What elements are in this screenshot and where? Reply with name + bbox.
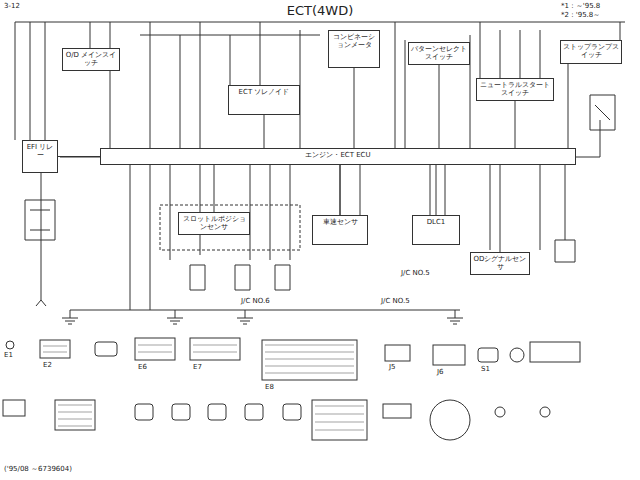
component-box: ストップランプスイッチ — [560, 40, 622, 64]
diagram-label: *2 : '95.8～ — [560, 12, 601, 20]
component-label: ストップランプスイッチ — [561, 41, 621, 61]
diagram-label: S1 — [480, 366, 491, 374]
component-label: EFI リレー — [23, 141, 57, 161]
component-box: スロットルポジションセンサ — [178, 212, 250, 235]
wire-connector — [568, 64, 569, 148]
wiring-part — [15, 22, 625, 148]
component-label: ODシグナルセンサ — [471, 253, 529, 273]
diagram-label: *1 : ～'95.8 — [560, 3, 601, 11]
wiring-part — [167, 310, 183, 324]
component-label: コンビネーションメータ — [329, 31, 379, 51]
component-label: 車速センサ — [313, 216, 367, 228]
wiring-part — [433, 345, 465, 365]
wiring-part — [208, 404, 226, 420]
wiring-part — [283, 404, 301, 420]
wiring-part — [385, 345, 410, 361]
component-box: パターンセレクトスイッチ — [408, 42, 470, 65]
component-box: ECT ソレノイド — [228, 85, 300, 115]
component-box: DLC1 — [412, 215, 460, 245]
wiring-part — [40, 340, 70, 358]
wire-connector — [515, 101, 516, 148]
diagram-label: J/C NO.6 — [240, 298, 271, 306]
wiring-part — [25, 200, 55, 240]
wiring-part — [383, 404, 411, 418]
component-label: スロットルポジションセンサ — [179, 213, 249, 233]
ecu-box: エンジン・ECT ECU — [100, 148, 576, 165]
wiring-part — [262, 340, 357, 380]
wiring-part — [430, 400, 470, 440]
wire-connector — [500, 165, 501, 252]
component-label: O/D メインスイッチ — [63, 49, 119, 69]
wiring-part — [43, 345, 237, 352]
wire-connector — [214, 165, 215, 212]
wiring-part — [265, 345, 354, 373]
wiring-part — [135, 404, 153, 420]
diagram-label: E8 — [264, 384, 275, 392]
component-label: DLC1 — [413, 216, 459, 228]
wiring-part — [60, 120, 600, 262]
wire-connector — [436, 165, 437, 215]
wire-connector — [264, 115, 265, 148]
wiring-part — [530, 342, 580, 362]
wiring-part — [447, 310, 463, 324]
diagram-label: E1 — [3, 352, 14, 360]
component-label: パターンセレクトスイッチ — [409, 43, 469, 63]
component-box: ODシグナルセンサ — [470, 252, 530, 275]
wiring-part — [55, 400, 95, 430]
diagram-label: ('95/08 ～6739604) — [3, 466, 73, 474]
diagram-label: J/C NO.5 — [380, 298, 411, 306]
diagram-label: 3-12 — [3, 3, 21, 11]
component-label: エンジン・ECT ECU — [101, 149, 575, 161]
wiring-part — [540, 407, 550, 417]
wiring-part — [172, 404, 190, 420]
component-box: EFI リレー — [22, 140, 58, 173]
wiring-part — [245, 404, 263, 420]
component-box: ニュートラルスタートスイッチ — [476, 78, 554, 101]
wiring-part — [15, 22, 625, 324]
component-box: O/D メインスイッチ — [62, 48, 120, 71]
wiring-part — [478, 348, 498, 362]
wiring-part — [510, 348, 524, 362]
diagram-label: J/C NO.5 — [400, 270, 431, 278]
wiring-part — [190, 265, 290, 290]
diagram-label: J6 — [436, 369, 445, 377]
wiring-part — [130, 165, 565, 310]
wire-connector — [439, 65, 440, 148]
wire-connector — [110, 71, 111, 148]
wiring-part — [135, 338, 175, 360]
diagram-label: E7 — [192, 364, 203, 372]
component-label: ECT ソレノイド — [229, 86, 299, 98]
wire-connector — [354, 68, 355, 148]
component-box: 車速センサ — [312, 215, 368, 245]
diagram-label: E2 — [42, 362, 53, 370]
wiring-part — [43, 345, 364, 430]
wiring-part — [590, 95, 615, 130]
component-box: コンビネーションメータ — [328, 30, 380, 68]
wiring-part — [237, 310, 253, 324]
wiring-part — [160, 205, 300, 250]
wire-connector — [340, 165, 341, 215]
wiring-part — [3, 338, 580, 440]
wire-connector — [58, 156, 100, 157]
diagram-label: J5 — [388, 364, 397, 372]
component-label: ニュートラルスタートスイッチ — [477, 79, 553, 99]
wiring-part — [190, 338, 240, 360]
wiring-part — [58, 405, 92, 426]
wiring-part — [62, 310, 460, 324]
diagram-label: E6 — [137, 364, 148, 372]
wiring-part — [312, 400, 367, 440]
wiring-part — [495, 407, 505, 417]
wiring-part — [3, 400, 25, 416]
wiring-part — [315, 406, 364, 430]
wiring-part — [95, 342, 117, 356]
wiring-part — [6, 341, 14, 349]
diagram-title: ECT(4WD) — [0, 3, 640, 18]
